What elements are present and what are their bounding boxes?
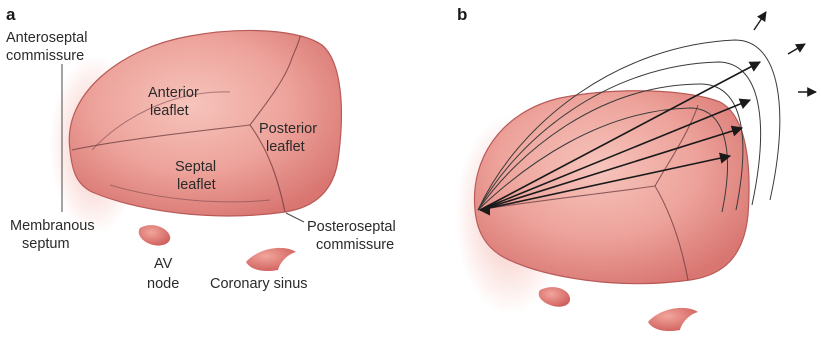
posteroseptal-leader-line bbox=[286, 213, 304, 222]
panel-label-b: b bbox=[457, 5, 467, 24]
outer-arrow-1 bbox=[754, 12, 766, 30]
outer-arrows bbox=[754, 12, 816, 92]
av-node-shape bbox=[139, 225, 170, 245]
septal-leaflet-label-2: leaflet bbox=[177, 177, 216, 193]
av-node-shape-b bbox=[539, 287, 570, 307]
outer-arrow-2 bbox=[788, 44, 805, 54]
tricuspid-valve-b bbox=[474, 91, 749, 284]
membranous-label-1: Membranous bbox=[10, 218, 95, 234]
panel-label-a: a bbox=[6, 5, 16, 24]
anteroseptal-label-2: commissure bbox=[6, 48, 84, 64]
coronary-sinus-label: Coronary sinus bbox=[210, 276, 308, 292]
posterior-leaflet-label-2: leaflet bbox=[266, 139, 305, 155]
av-node-label-1: AV bbox=[154, 256, 173, 272]
anterior-leaflet-label-1: Anterior bbox=[148, 85, 199, 101]
posterior-leaflet-label-1: Posterior bbox=[259, 121, 317, 137]
septal-leaflet-label-1: Septal bbox=[175, 159, 216, 175]
membranous-label-2: septum bbox=[22, 236, 70, 252]
av-node-label-2: node bbox=[147, 276, 179, 292]
coronary-sinus-shape bbox=[246, 248, 296, 271]
posteroseptal-label-2: commissure bbox=[316, 237, 394, 253]
posteroseptal-label-1: Posteroseptal bbox=[307, 219, 396, 235]
anterior-leaflet-label-2: leaflet bbox=[150, 103, 189, 119]
coronary-sinus-shape-b bbox=[648, 308, 698, 331]
anteroseptal-label-1: Anteroseptal bbox=[6, 30, 87, 46]
